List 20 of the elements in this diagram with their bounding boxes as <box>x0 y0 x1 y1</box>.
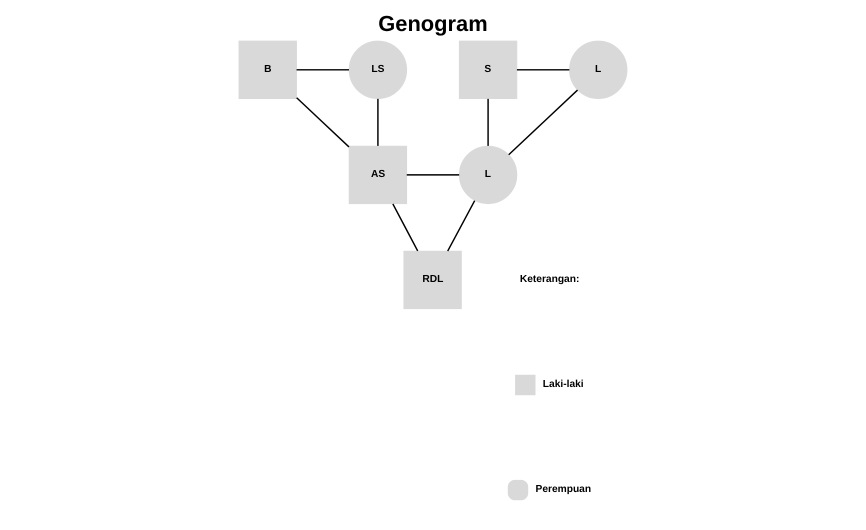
legend-label: Laki-laki <box>542 378 584 390</box>
connector <box>487 98 489 146</box>
node-box: AS <box>348 146 408 204</box>
connector <box>296 97 350 148</box>
node-circle: LS <box>348 40 408 99</box>
connector <box>406 174 460 176</box>
connector <box>377 98 379 146</box>
node-box: B <box>238 40 297 99</box>
connector <box>392 204 418 252</box>
connector <box>516 69 570 71</box>
node-circle: L <box>569 40 628 99</box>
node-box: S <box>458 40 518 99</box>
label: Keterangan: <box>520 274 580 285</box>
connector <box>508 90 578 156</box>
connector <box>296 69 349 71</box>
node-box: RDL <box>403 250 462 310</box>
connector <box>447 200 476 252</box>
diagram-title: Genogram <box>378 10 488 36</box>
legend-label: Perempuan <box>536 484 592 496</box>
node-circle: L <box>458 146 518 204</box>
